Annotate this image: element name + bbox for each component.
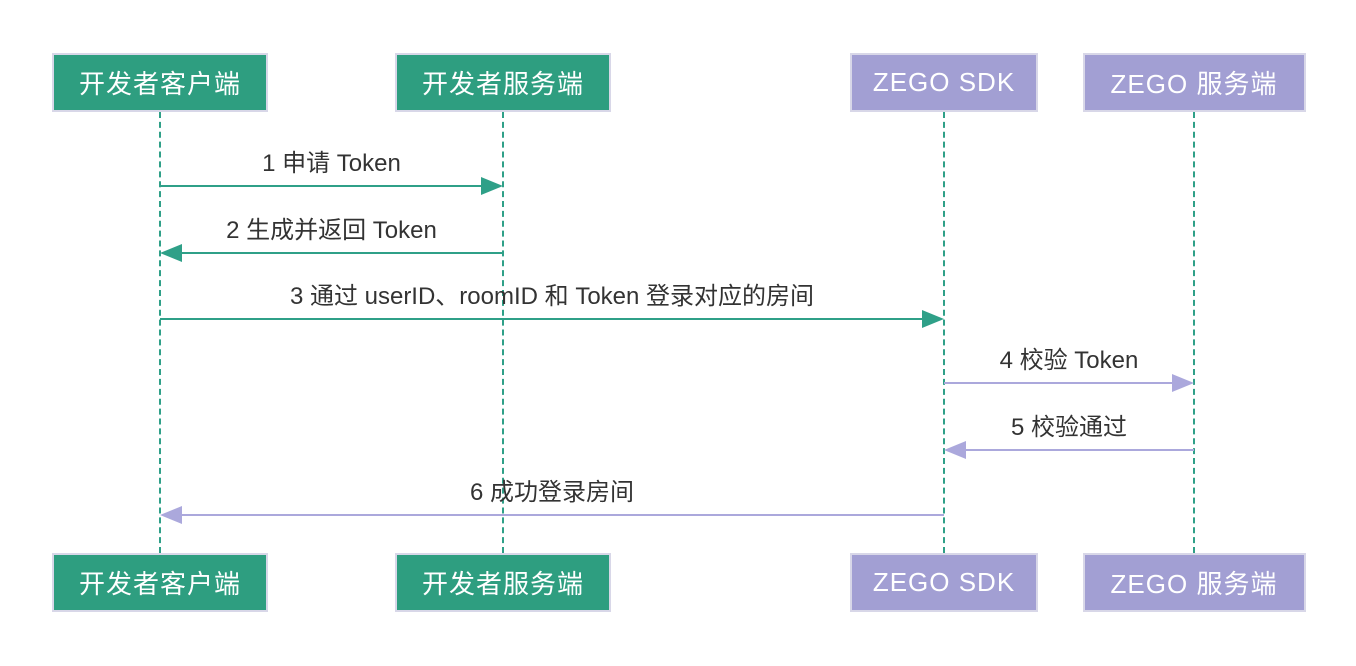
actor-bottom-dev-client: 开发者客户端 xyxy=(52,553,268,612)
message-line-2 xyxy=(180,252,503,254)
message-line-3 xyxy=(160,318,924,320)
actor-bottom-zego-sdk: ZEGO SDK xyxy=(850,553,1038,612)
actor-top-zego-sdk: ZEGO SDK xyxy=(850,53,1038,112)
actor-bottom-dev-server: 开发者服务端 xyxy=(395,553,611,612)
message-arrowhead-6 xyxy=(160,506,182,524)
message-line-5 xyxy=(964,449,1194,451)
message-arrowhead-3 xyxy=(922,310,944,328)
message-label-2: 2 生成并返回 Token xyxy=(226,217,437,244)
message-label-6: 6 成功登录房间 xyxy=(469,479,634,506)
message-label-4: 4 校验 Token xyxy=(999,347,1139,374)
message-arrowhead-2 xyxy=(160,244,182,262)
lifeline-dev-client xyxy=(159,112,161,553)
message-line-4 xyxy=(944,382,1174,384)
message-label-5: 5 校验通过 xyxy=(1010,414,1127,441)
message-line-1 xyxy=(160,185,483,187)
message-line-6 xyxy=(180,514,944,516)
message-arrowhead-5 xyxy=(944,441,966,459)
actor-top-dev-client: 开发者客户端 xyxy=(52,53,268,112)
actor-bottom-zego-server: ZEGO 服务端 xyxy=(1082,553,1306,612)
lifeline-dev-server xyxy=(502,112,504,553)
message-label-3: 3 通过 userID、roomID 和 Token 登录对应的房间 xyxy=(289,283,815,310)
message-arrowhead-1 xyxy=(481,177,503,195)
message-arrowhead-4 xyxy=(1172,374,1194,392)
lifeline-zego-server xyxy=(1193,112,1195,553)
actor-top-zego-server: ZEGO 服务端 xyxy=(1082,53,1306,112)
actor-top-dev-server: 开发者服务端 xyxy=(395,53,611,112)
message-label-1: 1 申请 Token xyxy=(262,150,401,177)
lifeline-zego-sdk xyxy=(943,112,945,553)
